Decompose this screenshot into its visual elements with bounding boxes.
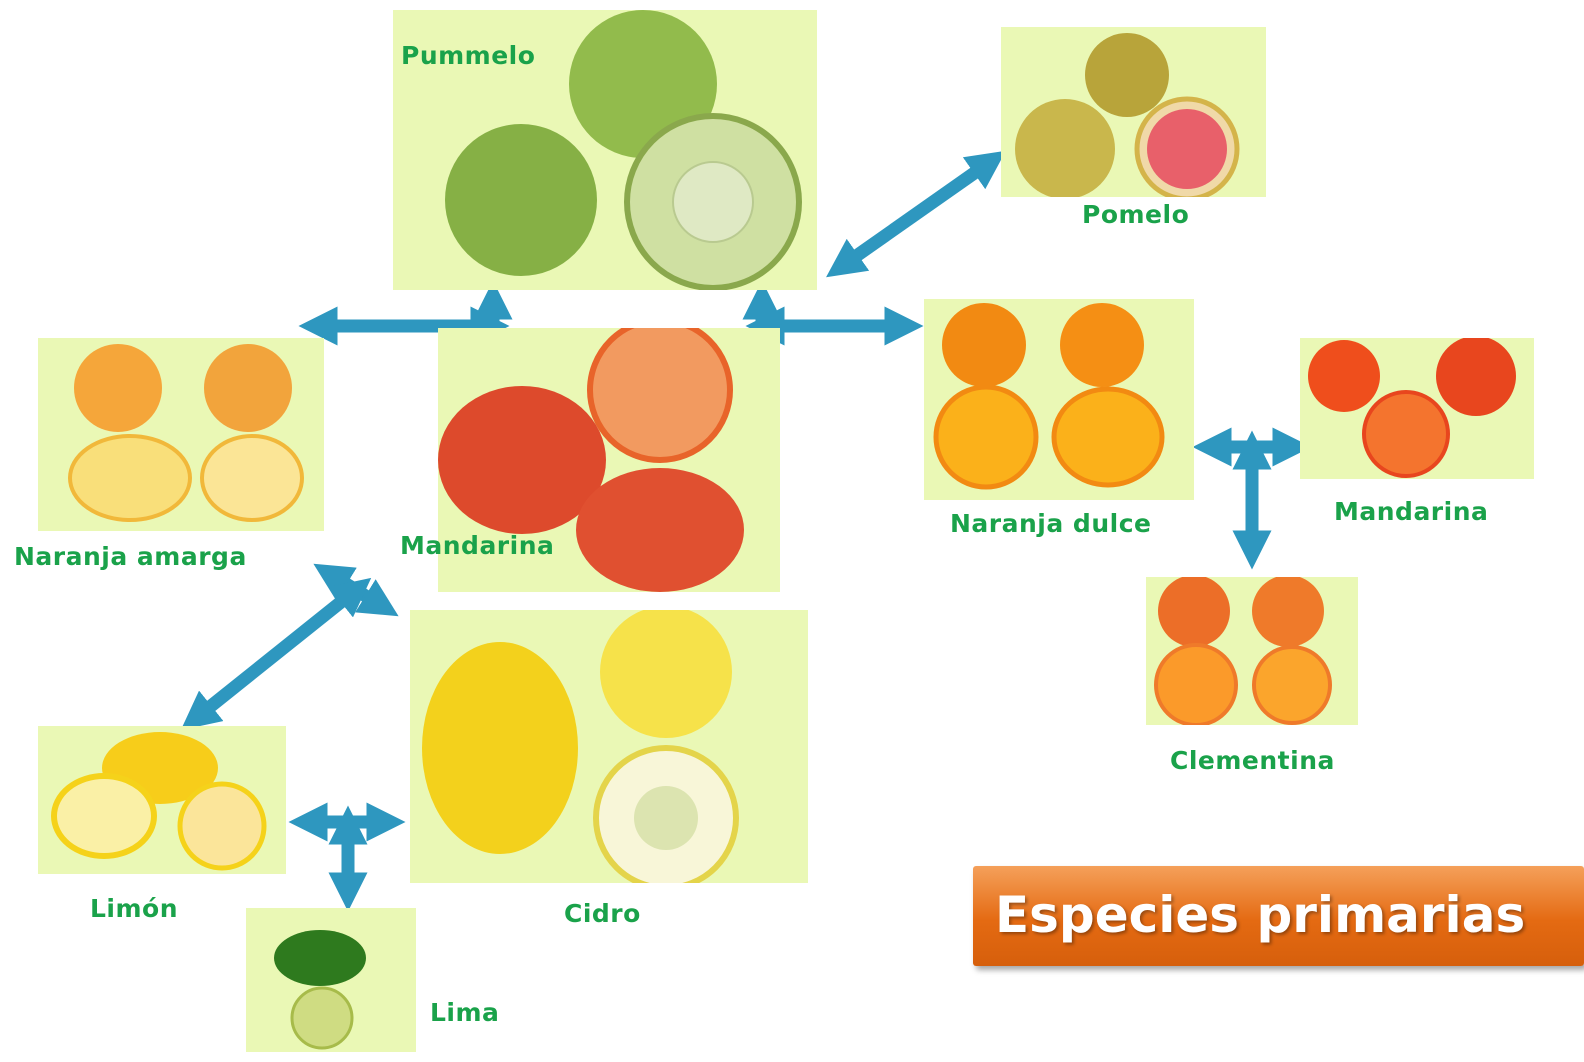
pomelo-panel	[1001, 27, 1266, 197]
cidro-panel	[410, 610, 808, 883]
limon-panel	[38, 726, 286, 874]
label-cidro: Cidro	[564, 901, 641, 926]
cidro-fruit-image	[410, 610, 808, 883]
label-pomelo: Pomelo	[1082, 202, 1189, 227]
lima-fruit-image	[246, 908, 416, 1052]
label-lima: Lima	[430, 1000, 499, 1025]
label-mandarina-center: Mandarina	[400, 533, 554, 558]
label-naranja-dulce: Naranja dulce	[950, 511, 1151, 536]
pomelo-fruit-image	[1001, 27, 1266, 197]
title-banner: Especies primarias	[973, 866, 1584, 966]
naranja-amarga-panel	[38, 338, 324, 531]
clementina-panel	[1146, 577, 1358, 725]
label-limon: Limón	[90, 896, 178, 921]
mandarina-right-panel	[1300, 338, 1534, 479]
label-mandarina-right: Mandarina	[1334, 499, 1488, 524]
arrow-pummelo-pomelo	[842, 162, 990, 266]
label-clementina: Clementina	[1170, 748, 1335, 773]
title-text: Especies primarias	[995, 886, 1525, 944]
label-naranja-amarga: Naranja amarga	[14, 544, 247, 569]
naranja-dulce-fruit-image	[924, 299, 1194, 500]
limon-fruit-image	[38, 726, 286, 874]
arrow-limon-mandarina	[196, 590, 356, 718]
naranja-amarga-fruit-image	[38, 338, 324, 531]
mandarina-right-fruit-image	[1300, 338, 1534, 479]
clementina-fruit-image	[1146, 577, 1358, 725]
lima-panel	[246, 908, 416, 1052]
label-pummelo: Pummelo	[401, 43, 535, 68]
naranja-dulce-panel	[924, 299, 1194, 500]
